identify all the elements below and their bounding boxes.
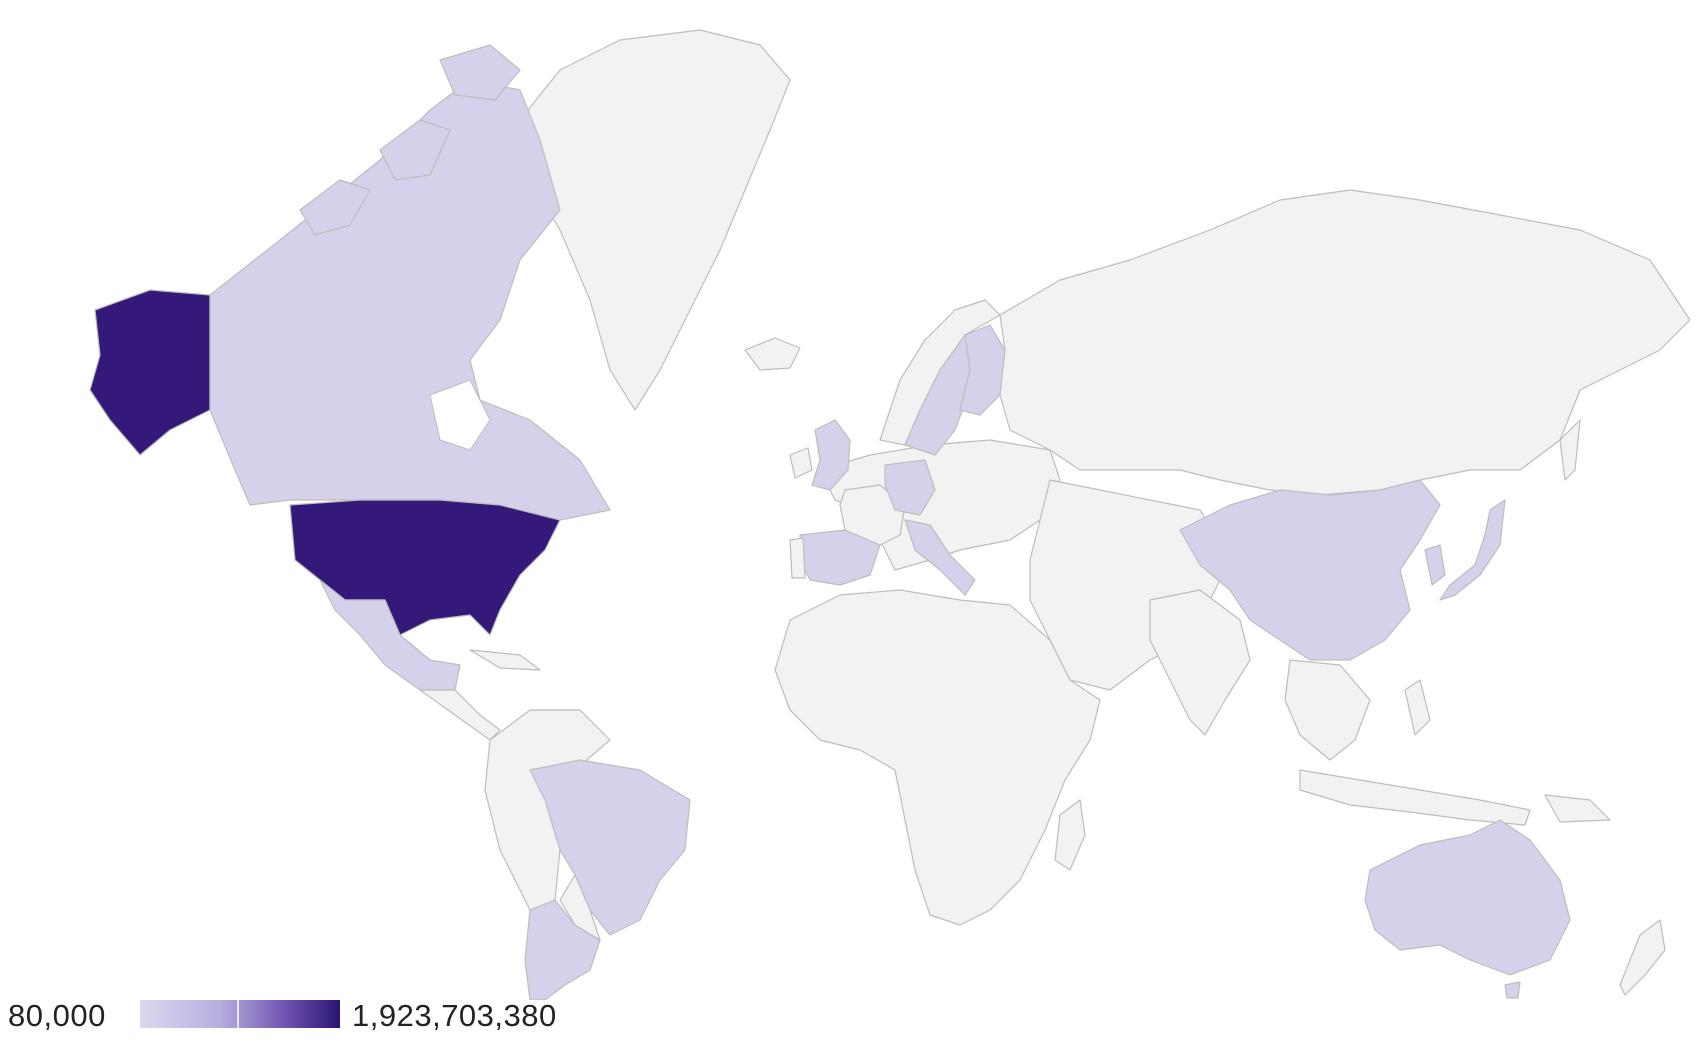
region-indonesia[interactable] <box>1299 769 1531 826</box>
legend-gradient-bar <box>140 1000 340 1028</box>
region-france[interactable] <box>839 484 906 546</box>
map-canvas <box>89 29 1691 1000</box>
region-caribbean[interactable] <box>469 649 541 671</box>
region-tasmania[interactable] <box>1504 981 1521 999</box>
region-portugal[interactable] <box>789 537 806 579</box>
region-canada-arctic-2[interactable] <box>379 119 451 181</box>
legend-min-label: 80,000 <box>8 998 106 1033</box>
region-ireland[interactable] <box>789 447 813 479</box>
region-papua[interactable] <box>1544 794 1611 823</box>
region-sakhalin[interactable] <box>1559 419 1581 481</box>
region-japan[interactable] <box>1439 499 1506 601</box>
region-greenland[interactable] <box>519 29 791 411</box>
region-paraguay[interactable] <box>559 874 601 941</box>
region-iceland[interactable] <box>744 337 801 371</box>
region-india[interactable] <box>1149 589 1251 736</box>
region-central-america[interactable] <box>419 689 501 741</box>
region-italy[interactable] <box>904 519 976 596</box>
region-united-kingdom[interactable] <box>811 419 851 491</box>
region-united-states[interactable] <box>289 499 561 636</box>
region-hudson-bay <box>429 379 491 451</box>
region-canada-arctic-3[interactable] <box>439 44 521 101</box>
region-philippines[interactable] <box>1404 679 1431 736</box>
region-australia[interactable] <box>1364 819 1571 976</box>
region-brazil[interactable] <box>529 759 691 936</box>
region-canada-arctic[interactable] <box>299 179 371 236</box>
region-finland[interactable] <box>959 324 1006 416</box>
region-alaska[interactable] <box>89 289 211 456</box>
legend-tick-marker <box>237 1000 239 1028</box>
region-russia[interactable] <box>999 189 1691 496</box>
legend-max-label: 1,923,703,380 <box>352 998 557 1033</box>
region-mexico[interactable] <box>319 579 461 691</box>
region-new-zealand[interactable] <box>1619 919 1666 996</box>
region-madagascar[interactable] <box>1054 799 1086 871</box>
region-argentina[interactable] <box>524 899 601 1000</box>
color-legend: 80,000 1,923,703,380 <box>0 995 620 1035</box>
region-germany[interactable] <box>884 459 936 516</box>
region-south-korea[interactable] <box>1424 544 1446 586</box>
region-southeast-asia[interactable] <box>1284 659 1371 761</box>
region-africa[interactable] <box>774 589 1101 926</box>
region-china[interactable] <box>1179 479 1441 661</box>
